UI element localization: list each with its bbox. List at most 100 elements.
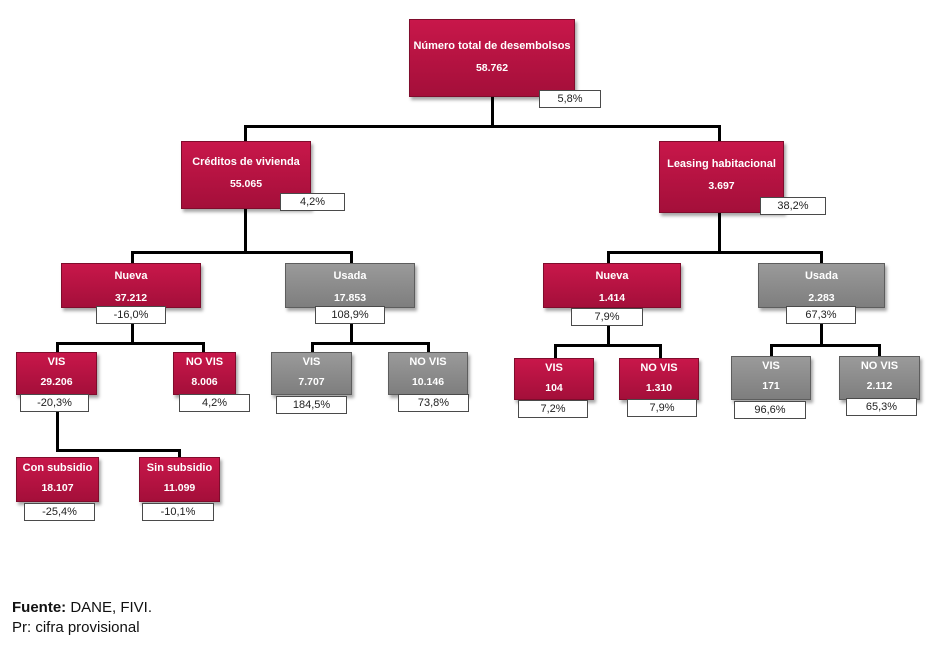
node-value: 8.006	[191, 375, 218, 388]
node-title: NO VIS	[640, 362, 678, 374]
connector	[820, 321, 823, 347]
pct-change-box: -25,4%	[24, 503, 95, 521]
connector	[131, 251, 353, 254]
node-value: 18.107	[41, 481, 74, 494]
connector	[554, 344, 662, 347]
pct-change-box: 5,8%	[539, 90, 601, 108]
node-leasing-used-novis: NO VIS 2.112	[839, 356, 920, 400]
node-value: 3.697	[708, 179, 735, 192]
connector	[350, 321, 353, 345]
connector	[718, 125, 721, 141]
connector	[56, 410, 59, 452]
pct-change-box: 4,2%	[179, 394, 250, 412]
node-leasing-used: Usada 2.283	[758, 263, 885, 308]
node-credits-new: Nueva 37.212	[61, 263, 201, 308]
pct-change-box: 73,8%	[398, 394, 469, 412]
connector	[770, 344, 881, 347]
node-credits-new-vis: VIS 29.206	[16, 352, 97, 395]
node-credits-used-vis: VIS 7.707	[271, 352, 352, 395]
node-title: Usada	[804, 270, 839, 282]
node-title: VIS	[762, 360, 780, 372]
connector	[244, 125, 247, 141]
pct-change-box: -16,0%	[96, 306, 166, 324]
node-title: Sin subsidio	[146, 462, 213, 474]
pct-change-box: 38,2%	[760, 197, 826, 215]
connector	[131, 251, 134, 263]
node-value: 7.707	[298, 375, 325, 388]
connector	[607, 251, 823, 254]
node-value: 10.146	[411, 375, 445, 388]
node-leasing-new-vis: VIS 104	[514, 358, 594, 400]
node-without-subsidy: Sin subsidio 11.099	[139, 457, 220, 502]
node-value: 104	[545, 381, 563, 394]
connector	[554, 344, 557, 358]
node-title: Créditos de vivienda	[192, 156, 300, 168]
connector	[56, 342, 205, 345]
connector	[659, 344, 662, 358]
pct-change-box: 65,3%	[846, 398, 917, 416]
node-leasing-new-novis: NO VIS 1.310	[619, 358, 699, 400]
footer: Fuente: DANE, FIVI. Pr: cifra provisiona…	[12, 598, 152, 638]
node-value: 37.212	[114, 291, 148, 304]
node-value: 55.065	[229, 177, 263, 190]
connector	[350, 251, 353, 263]
node-title: NO VIS	[185, 356, 224, 368]
connector	[56, 342, 59, 352]
node-title: NO VIS	[409, 356, 447, 368]
connector	[178, 449, 181, 457]
node-value: 1.310	[645, 381, 673, 394]
pct-change-box: 4,2%	[280, 193, 345, 211]
connector	[311, 342, 314, 352]
connector	[56, 449, 181, 452]
connector	[427, 342, 430, 352]
connector	[607, 325, 610, 347]
connector	[244, 208, 247, 254]
node-value: 2.112	[866, 379, 893, 392]
pct-change-box: 108,9%	[315, 306, 385, 324]
connector	[878, 344, 881, 356]
connector	[202, 342, 205, 352]
node-total-disbursements: Número total de desembolsos 58.762	[409, 19, 575, 97]
connector	[311, 342, 430, 345]
node-value: 58.762	[475, 61, 509, 74]
connector	[820, 251, 823, 263]
pct-change-box: 7,2%	[518, 400, 588, 418]
node-title: Usada	[333, 270, 367, 282]
connector	[131, 321, 134, 345]
pct-change-box: 67,3%	[786, 306, 856, 324]
connector	[607, 251, 610, 263]
connector	[718, 212, 721, 254]
pct-change-box: 7,9%	[571, 308, 643, 326]
node-title: Con subsidio	[22, 462, 93, 474]
node-title: VIS	[302, 356, 321, 368]
provisional-note: Pr: cifra provisional	[12, 619, 140, 636]
node-leasing-new: Nueva 1.414	[543, 263, 681, 308]
node-leasing-used-vis: VIS 171	[731, 356, 811, 400]
node-with-subsidy: Con subsidio 18.107	[16, 457, 99, 502]
pct-change-box: 96,6%	[734, 401, 806, 419]
node-title: Número total de desembolsos	[413, 40, 571, 52]
pct-change-box: 184,5%	[276, 396, 347, 414]
node-value: 2.283	[808, 291, 835, 304]
node-credits-used-novis: NO VIS 10.146	[388, 352, 468, 395]
source-text: DANE, FIVI.	[66, 599, 153, 616]
source-line: Fuente: DANE, FIVI.	[12, 598, 152, 618]
node-value: 171	[762, 379, 780, 392]
source-label: Fuente:	[12, 599, 67, 616]
node-value: 1.414	[598, 291, 626, 304]
node-value: 17.853	[333, 291, 367, 304]
node-credits-new-novis: NO VIS 8.006	[173, 352, 236, 395]
node-credits-used: Usada 17.853	[285, 263, 415, 308]
node-title: Leasing habitacional	[667, 158, 776, 170]
pct-change-box: -20,3%	[20, 394, 89, 412]
node-value: 11.099	[163, 481, 196, 494]
node-title: NO VIS	[860, 360, 899, 372]
pct-change-box: -10,1%	[142, 503, 214, 521]
node-title: VIS	[545, 362, 563, 374]
node-title: Nueva	[114, 270, 148, 282]
connector	[770, 344, 773, 356]
pct-change-box: 7,9%	[627, 399, 697, 417]
node-title: VIS	[47, 356, 66, 368]
node-value: 29.206	[40, 375, 73, 388]
